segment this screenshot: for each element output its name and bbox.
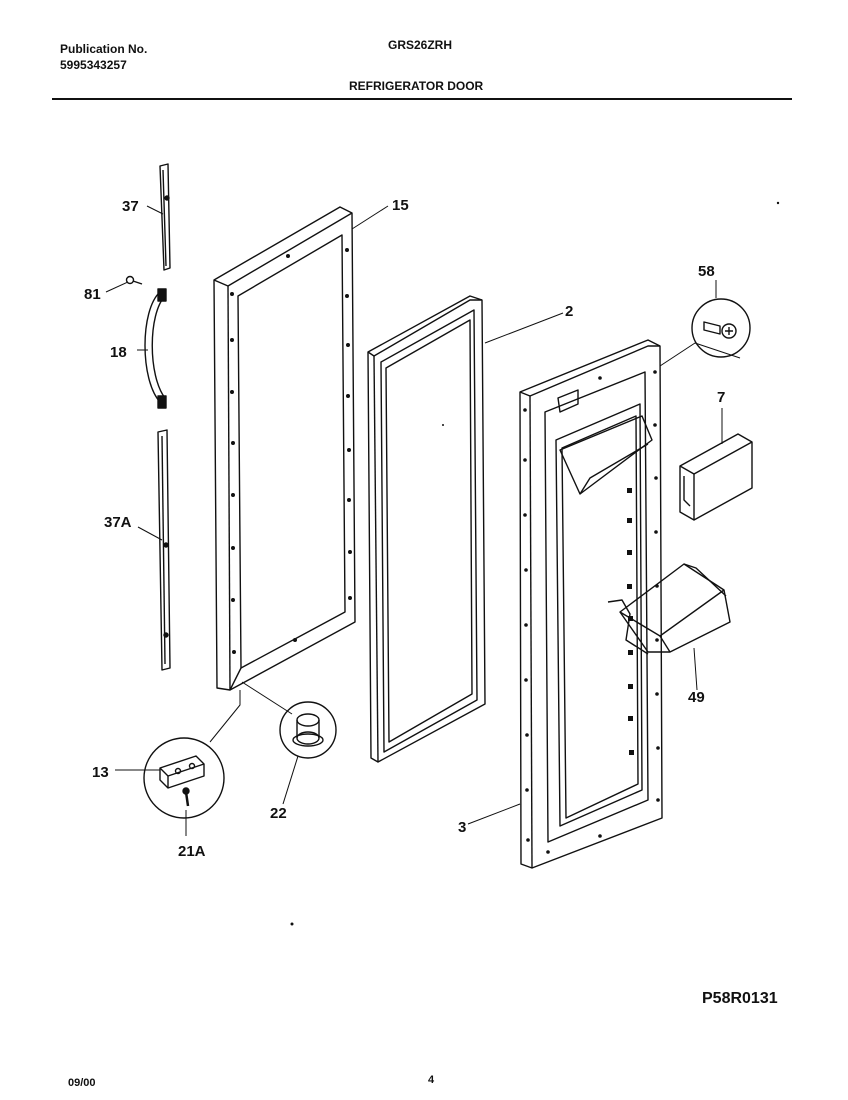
liner-screw-callout <box>691 298 751 358</box>
scan-specks <box>290 201 780 926</box>
upper-handle-trim <box>159 163 171 271</box>
door-liner <box>519 339 663 869</box>
header-rule <box>52 98 792 100</box>
part-label-81: 81 <box>84 286 101 303</box>
footer-date: 09/00 <box>68 1077 96 1089</box>
part-label-22: 22 <box>270 805 287 822</box>
publication-label: Publication No. <box>60 42 148 56</box>
dairy-door-cover <box>679 433 753 521</box>
door-shelf-bin <box>607 563 731 655</box>
leader-lines <box>105 205 741 836</box>
part-label-15: 15 <box>392 197 409 214</box>
part-label-18: 18 <box>110 344 127 361</box>
door-gasket <box>367 295 486 763</box>
handle-screw-icon <box>125 275 143 285</box>
outer-door-panel <box>213 206 356 691</box>
part-label-2: 2 <box>565 303 573 320</box>
page-number: 4 <box>428 1074 435 1086</box>
part-label-3: 3 <box>458 819 466 836</box>
part-label-49: 49 <box>688 689 705 706</box>
part-label-37: 37 <box>122 198 139 215</box>
lower-handle-trim <box>157 429 171 671</box>
door-handle <box>144 288 167 409</box>
diagram-code: P58R0131 <box>702 990 778 1007</box>
door-bushing-callout <box>279 701 337 759</box>
part-label-7: 7 <box>717 389 725 406</box>
hinge-bracket-callout <box>143 737 225 819</box>
publication-number: 5995343257 <box>60 58 127 72</box>
part-label-37a: 37A <box>104 514 132 531</box>
model-number: GRS26ZRH <box>388 38 453 52</box>
part-label-13: 13 <box>92 764 109 781</box>
part-label-21a: 21A <box>178 843 206 860</box>
section-title: REFRIGERATOR DOOR <box>349 79 484 93</box>
part-label-58: 58 <box>698 263 715 280</box>
